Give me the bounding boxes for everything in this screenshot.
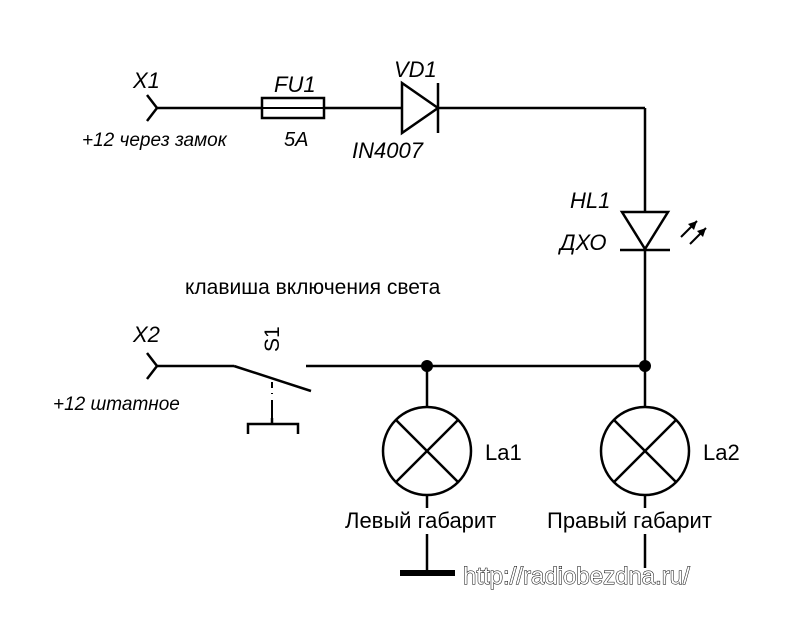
diode-vd1: VD1 IN4007 [352, 57, 441, 163]
led-label: ДХО [557, 230, 607, 255]
diode-part: IN4007 [352, 138, 424, 163]
x2-note: +12 штатное [53, 394, 180, 415]
lamp1-label: Левый габарит [345, 508, 496, 533]
led-ref: HL1 [570, 188, 610, 213]
diode-ref: VD1 [394, 57, 437, 82]
x2-ref: X2 [132, 322, 160, 347]
connector-x1: X1 +12 через замок [82, 68, 228, 151]
lamp-la1: La1 Левый габарит [345, 405, 522, 533]
switch-s1: S1 [233, 326, 312, 434]
fuse-value: 5A [284, 129, 308, 151]
x1-ref: X1 [132, 68, 160, 93]
x1-note: +12 через замок [82, 130, 228, 151]
fuse-fu1: FU1 5A [260, 72, 326, 151]
lamp2-ref: La2 [703, 440, 740, 465]
watermark-url: http://radiobezdna.ru/ [463, 563, 690, 590]
switch-ref: S1 [261, 326, 284, 352]
fuse-ref: FU1 [274, 72, 316, 97]
led-hl1: HL1 ДХО [557, 188, 707, 255]
switch-caption: клавиша включения света [185, 276, 441, 299]
led-light-arrows-icon [680, 220, 707, 245]
connector-x2: X2 +12 штатное [53, 322, 180, 415]
lamp-la2: La2 Правый габарит [547, 405, 740, 533]
lamp2-label: Правый габарит [547, 508, 712, 533]
lamp1-ref: La1 [485, 440, 522, 465]
